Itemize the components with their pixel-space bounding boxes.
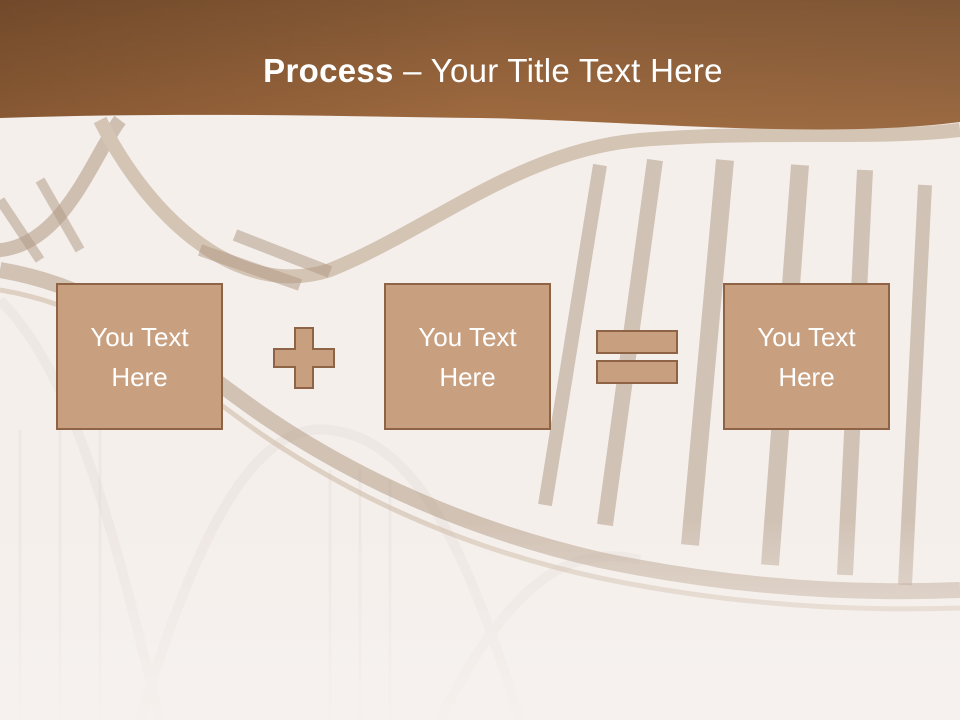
title-bold: Process xyxy=(263,52,394,89)
process-box-2[interactable]: You Text Here xyxy=(384,283,551,430)
equals-icon xyxy=(596,330,678,384)
title-rest: – Your Title Text Here xyxy=(393,52,723,89)
process-box-1[interactable]: You Text Here xyxy=(56,283,223,430)
process-box-3[interactable]: You Text Here xyxy=(723,283,890,430)
process-box-2-text: You Text Here xyxy=(418,321,517,392)
process-box-3-text: You Text Here xyxy=(757,321,856,392)
slide-title: Process – Your Title Text Here xyxy=(0,52,960,90)
plus-icon xyxy=(273,327,335,389)
process-box-1-text: You Text Here xyxy=(90,321,189,392)
